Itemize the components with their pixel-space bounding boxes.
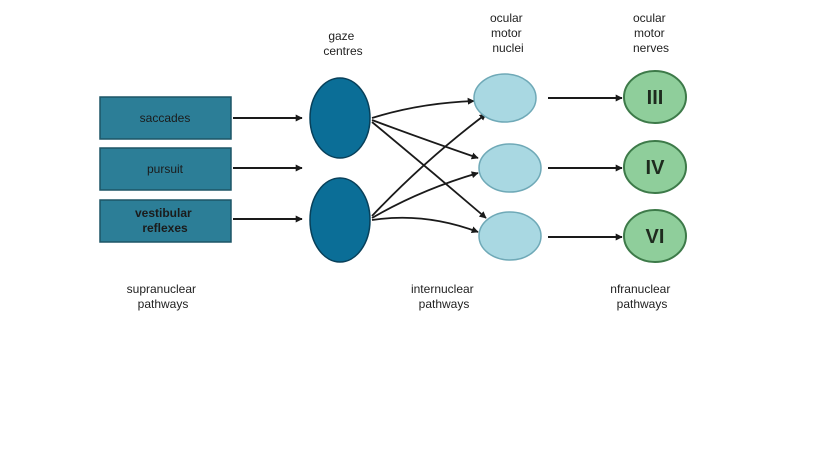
header-gaze-centres: gaze centres: [323, 29, 362, 58]
arrow-upper-gaze-to-nucleus-iv: [371, 119, 479, 160]
header-ocular-motor-nerves: ocular motor nerves: [633, 11, 669, 55]
nerve-iii-label: III: [647, 87, 664, 109]
vestibular-reflexes-label: vestibular reflexes: [135, 206, 195, 235]
vestibular-reflexes-box: [99, 199, 232, 243]
saccades-label: saccades: [140, 111, 191, 125]
arrow-lower-gaze-to-nucleus-iv: [371, 171, 479, 219]
saccades-box: [99, 96, 232, 140]
footer-supranuclear-pathways: supranuclear pathways: [127, 282, 200, 311]
nerve-vi-label: VI: [646, 226, 665, 248]
nerve-iii: [623, 70, 687, 124]
nucleus-iv: [478, 143, 542, 193]
nerve-iv: [623, 140, 687, 194]
gaze-centre-lower: [309, 177, 371, 263]
arrow-upper-gaze-to-nucleus-iii: [371, 97, 475, 119]
arrow-upper-gaze-to-nucleus-vi: [371, 121, 487, 219]
footer-infranuclear-pathways: nfranuclear pathways: [610, 282, 673, 311]
arrow-lower-gaze-to-nucleus-iii: [371, 113, 487, 217]
nerve-vi: [623, 209, 687, 263]
nerve-iv-label: IV: [646, 157, 666, 179]
arrow-lower-gaze-to-nucleus-vi: [371, 216, 479, 234]
pursuit-box: [99, 147, 232, 191]
gaze-centre-upper: [309, 77, 371, 159]
footer-internuclear-pathways: internuclear pathways: [411, 282, 477, 311]
nucleus-vi: [478, 211, 542, 261]
nucleus-iii: [473, 73, 537, 123]
pursuit-label: pursuit: [147, 162, 184, 176]
header-ocular-motor-nuclei: ocular motor nuclei: [490, 11, 526, 55]
